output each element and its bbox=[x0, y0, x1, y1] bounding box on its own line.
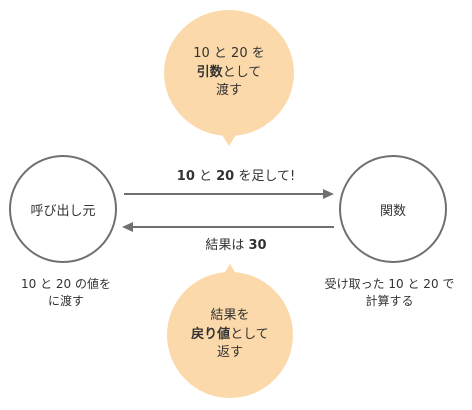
caller-desc-line1: 10 と 20 の値を bbox=[21, 277, 111, 291]
return-value: 30 bbox=[248, 238, 267, 253]
arguments-bubble-line2: として bbox=[222, 64, 262, 80]
arguments-bubble: 10 と 20 を 引数として 渡す bbox=[164, 10, 294, 136]
function-label: 関数 bbox=[379, 203, 406, 219]
function-node: 関数 bbox=[339, 155, 447, 263]
caller-node: 呼び出し元 bbox=[9, 155, 117, 263]
arguments-keyword: 引数 bbox=[196, 64, 223, 80]
arguments-bubble-line3: 渡す bbox=[215, 83, 242, 99]
arguments-bubble-line1: 10 と 20 を bbox=[193, 45, 265, 61]
arg-value-2: 20 bbox=[216, 169, 235, 184]
return-bubble-line3: 返す bbox=[216, 345, 243, 361]
forward-label-mid: と bbox=[194, 169, 217, 184]
return-bubble-line2: として bbox=[230, 326, 269, 342]
return-arrowhead bbox=[122, 222, 133, 232]
return-value-keyword: 戻り値 bbox=[191, 326, 231, 342]
return-label-prefix: 結果は bbox=[205, 238, 249, 253]
return-value-bubble: 結果を 戻り値として 返す bbox=[167, 272, 293, 398]
return-bubble-line1: 結果を bbox=[210, 307, 250, 323]
forward-arrowhead bbox=[323, 189, 334, 199]
caller-description: 10 と 20 の値を に渡す bbox=[12, 276, 120, 311]
function-description: 受け取った 10 と 20 で 計算する bbox=[312, 276, 467, 311]
caller-label: 呼び出し元 bbox=[30, 203, 96, 219]
function-desc-line1: 受け取った 10 と 20 で bbox=[324, 277, 455, 291]
forward-arrow-label: 10 と 20 を足して! bbox=[0, 165, 472, 184]
caller-desc-line2: に渡す bbox=[47, 294, 84, 309]
arguments-bubble-tail bbox=[219, 130, 239, 146]
function-desc-line2: 計算する bbox=[365, 294, 414, 309]
arg-value-1: 10 bbox=[176, 169, 195, 184]
forward-label-rest: を足して! bbox=[234, 169, 296, 184]
return-arrow-label: 結果は 30 bbox=[0, 234, 472, 253]
